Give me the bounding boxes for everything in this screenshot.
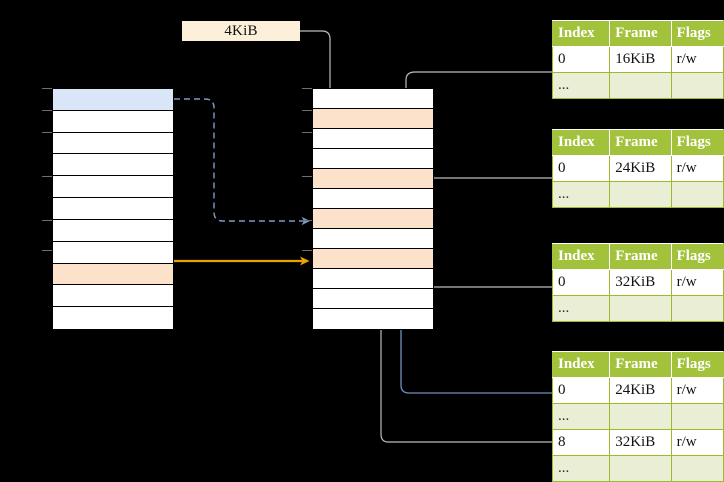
- cell-flags: [670, 72, 724, 99]
- memory-cell[interactable]: [313, 209, 433, 229]
- table-header-row: Index Frame Flags: [551, 351, 724, 378]
- page-table-3: Index Frame Flags 0 32KiB r/w ...: [551, 243, 724, 322]
- column-header-index: Index: [551, 129, 611, 156]
- cell-index: ...: [551, 455, 611, 482]
- memory-cell[interactable]: [313, 269, 433, 289]
- cell-flags: [670, 181, 724, 208]
- cell-index: ...: [551, 295, 611, 322]
- column-header-frame: Frame: [609, 20, 672, 47]
- cell-frame: 32KiB: [609, 269, 672, 296]
- memory-cell[interactable]: [53, 285, 173, 308]
- cell-frame: [609, 72, 672, 99]
- table-row[interactable]: ...: [551, 295, 724, 322]
- memory-cell[interactable]: [313, 89, 433, 109]
- memory-cell[interactable]: [313, 249, 433, 269]
- page-size-label: 4KiB: [182, 21, 300, 41]
- cell-index: ...: [551, 403, 611, 430]
- column-header-frame: Frame: [609, 243, 672, 270]
- table-header-row: Index Frame Flags: [551, 243, 724, 270]
- column-header-flags: Flags: [670, 351, 724, 378]
- memory-cell[interactable]: [313, 129, 433, 149]
- memory-cell[interactable]: [53, 132, 173, 155]
- memory-cell[interactable]: [313, 109, 433, 129]
- cell-frame: 24KiB: [609, 377, 672, 404]
- column-header-frame: Frame: [609, 129, 672, 156]
- table-header-row: Index Frame Flags: [551, 20, 724, 47]
- cell-flags: [670, 403, 724, 430]
- memory-cell[interactable]: [53, 263, 173, 286]
- table-row[interactable]: 0 24KiB r/w: [551, 377, 724, 404]
- table-header-row: Index Frame Flags: [551, 129, 724, 156]
- wire-table3-to-physical: [417, 268, 552, 288]
- table-row[interactable]: 0 24KiB r/w: [551, 155, 724, 182]
- page-table-1: Index Frame Flags 0 16KiB r/w ...: [551, 20, 724, 99]
- cell-index: 0: [551, 46, 611, 73]
- column-header-index: Index: [551, 20, 611, 47]
- cell-index: ...: [551, 181, 611, 208]
- cell-frame: 24KiB: [609, 155, 672, 182]
- table-row[interactable]: ...: [551, 403, 724, 430]
- memory-cell[interactable]: [313, 149, 433, 169]
- cell-flags: r/w: [670, 377, 724, 404]
- memory-cell[interactable]: [53, 110, 173, 133]
- cell-frame: 16KiB: [609, 46, 672, 73]
- page-table-4: Index Frame Flags 0 24KiB r/w ... 8 32Ki…: [551, 351, 724, 482]
- memory-cell[interactable]: [313, 289, 433, 309]
- table-row[interactable]: ...: [551, 181, 724, 208]
- memory-cell[interactable]: [53, 198, 173, 220]
- cell-frame: [609, 181, 672, 208]
- column-header-index: Index: [551, 351, 611, 378]
- wire-table2-to-physical: [417, 177, 552, 217]
- memory-cell[interactable]: [313, 169, 433, 189]
- cell-flags: r/w: [670, 155, 724, 182]
- wire-virtual-to-physical-dashed: [174, 98, 310, 226]
- cell-flags: [670, 455, 724, 482]
- memory-cell[interactable]: [313, 189, 433, 209]
- table-row[interactable]: ...: [551, 72, 724, 99]
- cell-index: 0: [551, 269, 611, 296]
- cell-index: 8: [551, 429, 611, 456]
- memory-cell[interactable]: [313, 309, 433, 329]
- column-header-frame: Frame: [609, 351, 672, 378]
- table-row[interactable]: ...: [551, 455, 724, 482]
- memory-cell[interactable]: [53, 307, 173, 329]
- cell-flags: r/w: [670, 429, 724, 456]
- column-header-flags: Flags: [670, 20, 724, 47]
- cell-index: ...: [551, 72, 611, 99]
- memory-cell[interactable]: [53, 154, 173, 177]
- column-header-index: Index: [551, 243, 611, 270]
- physical-memory-column: [312, 88, 434, 330]
- page-table-2: Index Frame Flags 0 24KiB r/w ...: [551, 129, 724, 208]
- cell-frame: [609, 295, 672, 322]
- virtual-memory-column: [52, 88, 174, 330]
- column-header-flags: Flags: [670, 243, 724, 270]
- memory-cell[interactable]: [53, 89, 173, 111]
- cell-frame: [609, 455, 672, 482]
- cell-frame: [609, 403, 672, 430]
- cell-flags: r/w: [670, 269, 724, 296]
- memory-cell[interactable]: [53, 219, 173, 242]
- table-row[interactable]: 8 32KiB r/w: [551, 429, 724, 456]
- cell-frame: 32KiB: [609, 429, 672, 456]
- cell-index: 0: [551, 155, 611, 182]
- cell-flags: [670, 295, 724, 322]
- cell-index: 0: [551, 377, 611, 404]
- memory-cell[interactable]: [53, 176, 173, 199]
- memory-cell[interactable]: [53, 241, 173, 264]
- cell-flags: r/w: [670, 46, 724, 73]
- table-row[interactable]: 0 32KiB r/w: [551, 269, 724, 296]
- column-header-flags: Flags: [670, 129, 724, 156]
- memory-cell[interactable]: [313, 229, 433, 249]
- table-row[interactable]: 0 16KiB r/w: [551, 46, 724, 73]
